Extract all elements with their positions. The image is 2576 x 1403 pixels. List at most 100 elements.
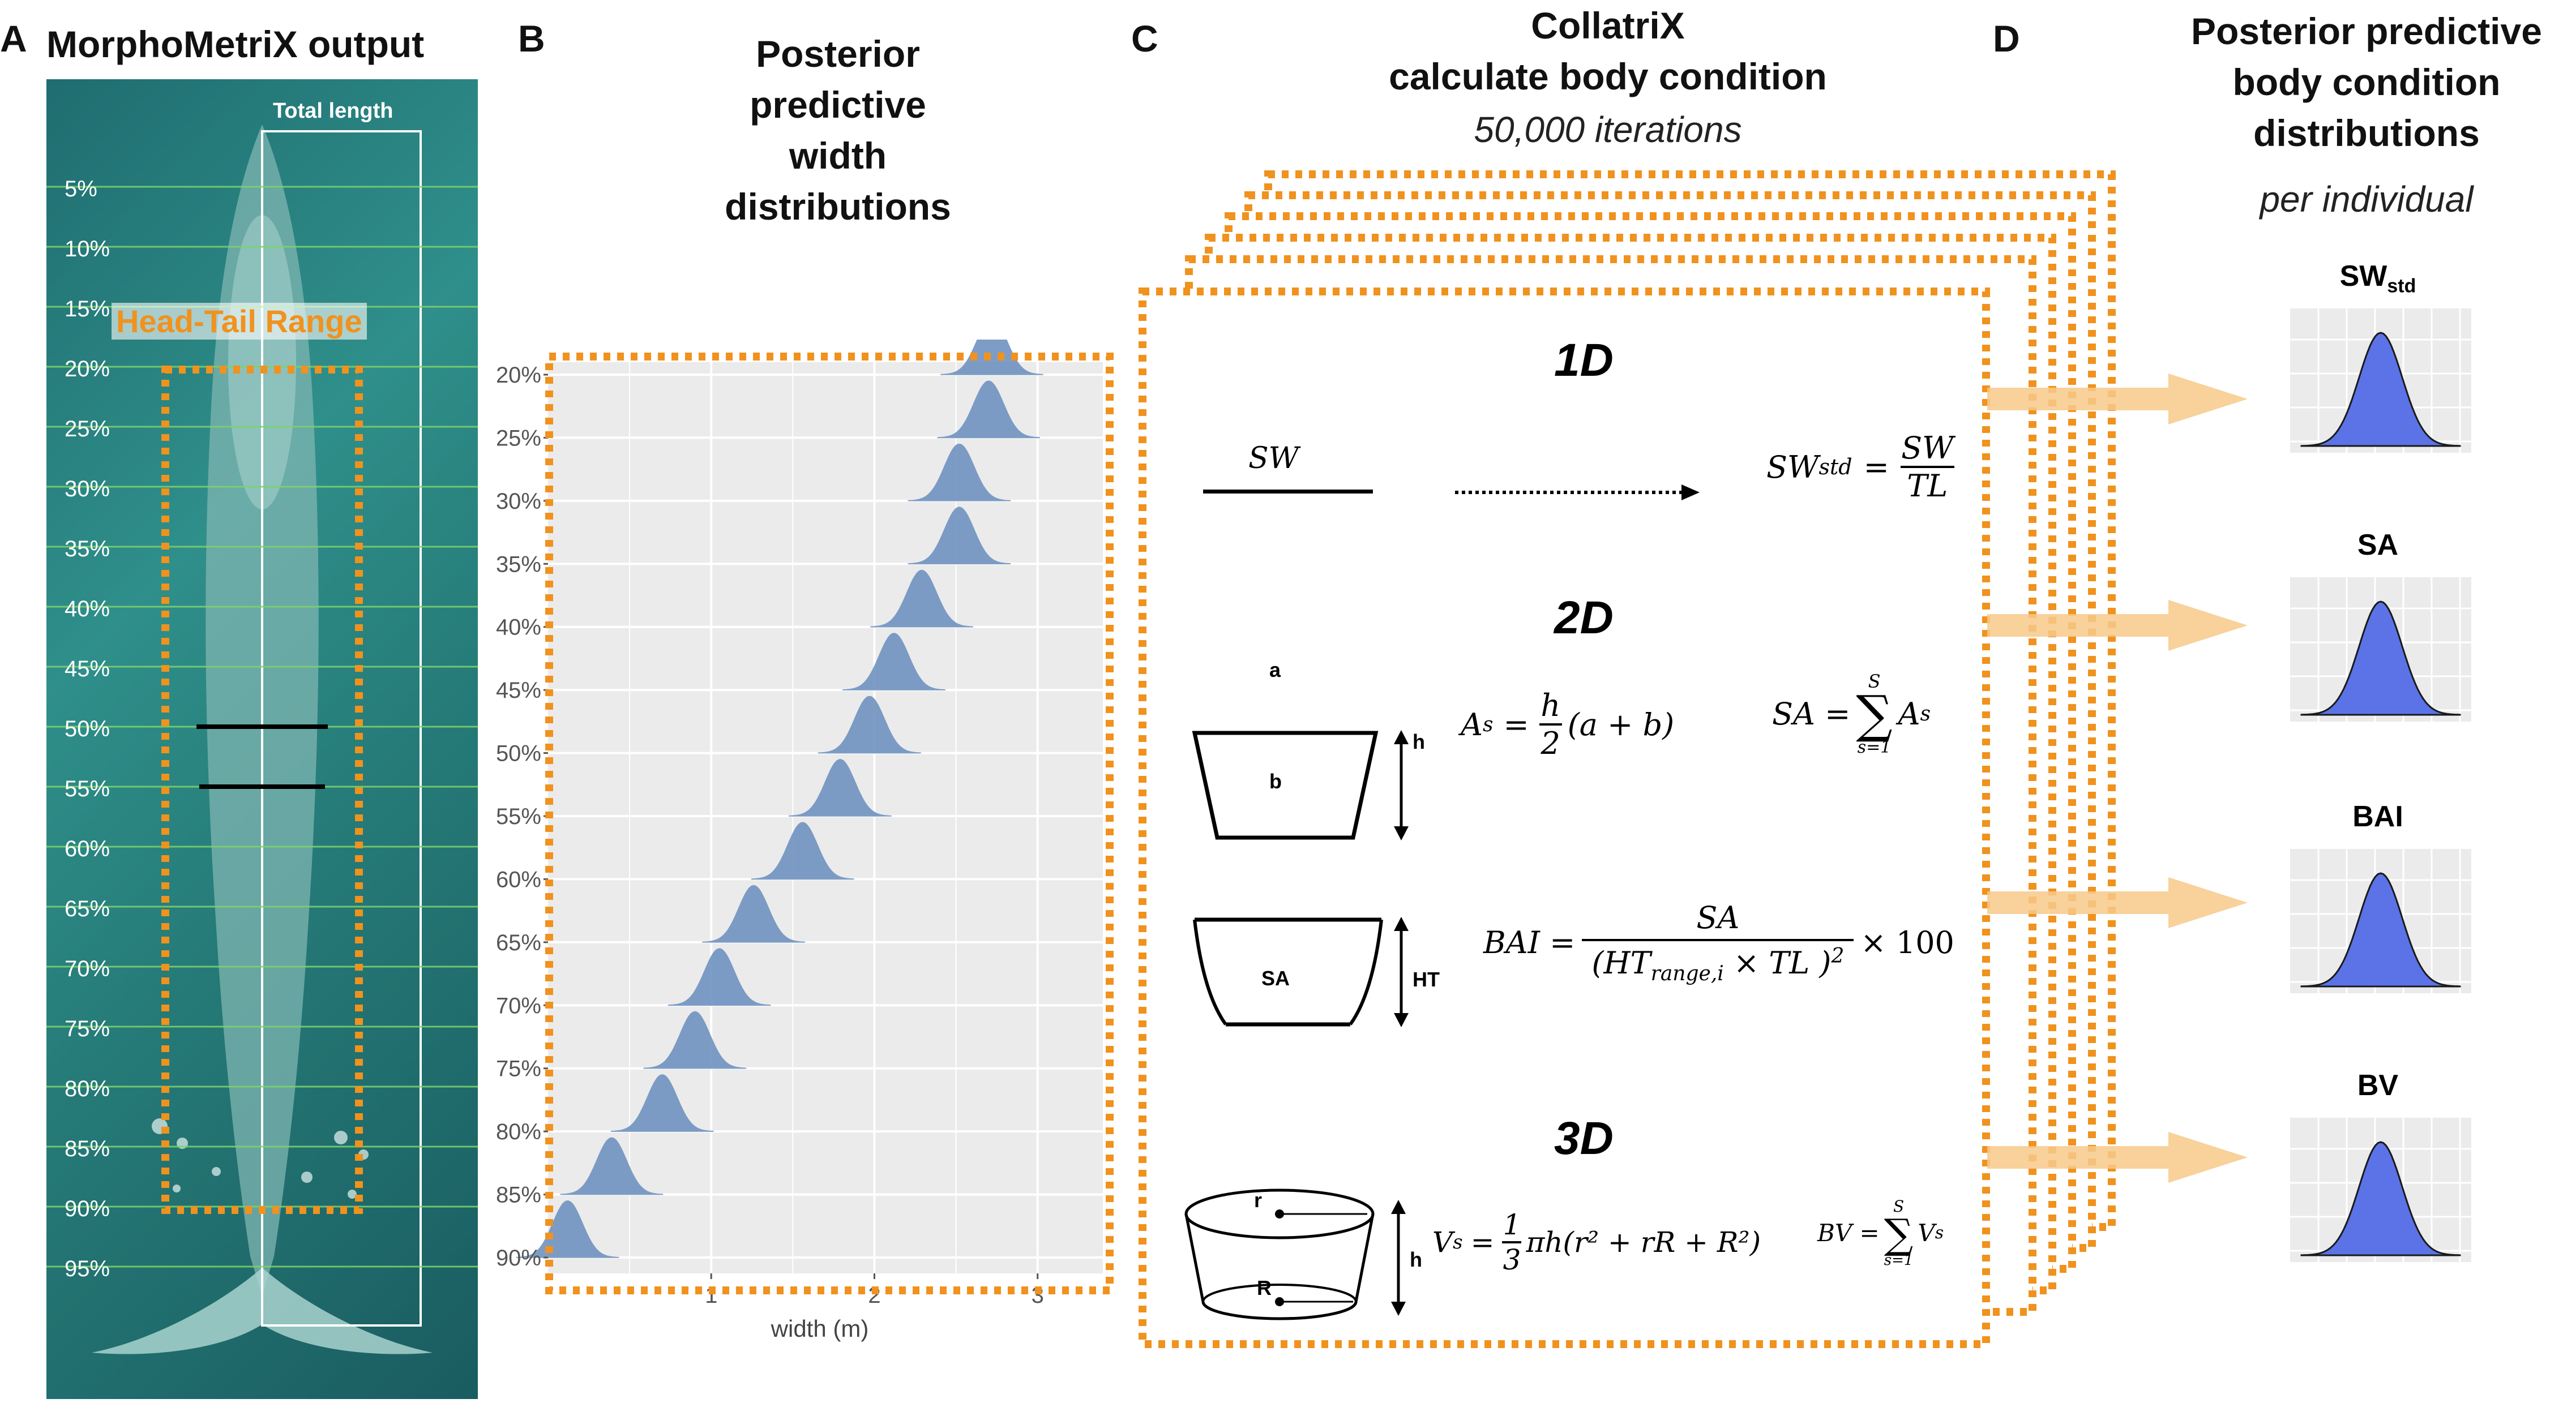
- percent-label: 65%: [65, 896, 110, 921]
- ridge-ytick-label: 90%: [496, 1246, 541, 1271]
- total-length-label: Total length: [273, 99, 393, 123]
- area-equals: =: [1503, 706, 1529, 743]
- ridge-ytick-label: 85%: [496, 1183, 541, 1208]
- ridge-ytick-label: 65%: [496, 930, 541, 955]
- cylinder-h-label: h: [1410, 1248, 1422, 1271]
- panel-d-title-line-3: distributions: [2253, 112, 2480, 154]
- panel-d-letter: D: [1993, 18, 2020, 59]
- percent-label: 35%: [65, 537, 110, 561]
- vol-third-numerator: 1: [1503, 1208, 1521, 1241]
- bai-times-100: × 100: [1860, 924, 1954, 960]
- bai-denominator-rest: × TL ): [1723, 945, 1832, 981]
- vol-sub: s: [1453, 1231, 1463, 1254]
- density-curve: [2300, 872, 2461, 988]
- panel-b-letter: B: [518, 18, 545, 59]
- ridge-ytick-label: 55%: [496, 804, 541, 829]
- area-half-numerator: h: [1541, 688, 1561, 723]
- sw-std-denominator: TL: [1907, 468, 1948, 504]
- ridge-panel-bg: [548, 362, 1103, 1273]
- percent-label: 85%: [65, 1136, 110, 1161]
- bai-equation: BAI = SA (HTrange,i × TL )2 × 100: [1483, 900, 1954, 985]
- trapezoid-bottom-label: b: [1269, 770, 1282, 793]
- percent-label: 60%: [65, 836, 110, 861]
- ridge-density-35%: [908, 507, 1011, 565]
- ridge-ytick-label: 75%: [496, 1057, 541, 1082]
- density-plot-label: SA: [2357, 529, 2399, 561]
- trapezoid-top-label: a: [1269, 658, 1281, 681]
- ridge-density-50%: [818, 696, 921, 754]
- sw-std-sub: std: [1818, 454, 1852, 479]
- sw-line: [1203, 490, 1373, 494]
- trapezoid-diagram: [1192, 730, 1409, 840]
- density-curve: [2300, 600, 2461, 716]
- head-tail-range-box: [161, 366, 363, 1214]
- output-arrows: [1987, 374, 2248, 1183]
- ridge-ytick-label: 70%: [496, 993, 541, 1018]
- bv-sum-bottom: s=1: [1884, 1252, 1914, 1269]
- area-paren: (a + b): [1567, 706, 1675, 743]
- density-plot-label: BAI: [2352, 800, 2403, 833]
- panel-b-title: Posterior predictive width distributions: [668, 28, 1008, 232]
- bv-sum-term: V: [1918, 1219, 1935, 1247]
- area-sub: s: [1483, 713, 1494, 736]
- ridge-density-80%: [610, 1074, 714, 1132]
- panel-c-title-line-1: CollatriX: [1531, 5, 1685, 46]
- vol-rhs: πh(r² + rR + R²): [1526, 1226, 1761, 1259]
- percent-label: 15%: [65, 297, 110, 321]
- panel-d-title: Posterior predictive body condition dist…: [2163, 6, 2570, 158]
- panel-a-letter: A: [0, 18, 27, 59]
- sa-ht-diagram: [1193, 917, 1409, 1027]
- arrow-bv: [1987, 1132, 2248, 1183]
- panel-b-title-line-1: Posterior: [756, 33, 920, 75]
- section-3d-heading: 3D: [1554, 1113, 1614, 1164]
- bv-sum-term-sub: s: [1935, 1223, 1944, 1243]
- ht-label: HT: [1413, 968, 1440, 991]
- sw-std-numerator: SW: [1901, 430, 1954, 466]
- bai-exponent: 2: [1831, 945, 1845, 968]
- whale-aerial-photo: Total length Head-Tail Range 5%10%15%20%…: [46, 79, 478, 1399]
- section-1d-heading: 1D: [1554, 334, 1614, 386]
- ridge-xlabel: width (m): [771, 1315, 869, 1342]
- density-curve: [2300, 1141, 2461, 1256]
- ridge-density-20%: [940, 340, 1043, 375]
- bai-lhs: BAI =: [1483, 924, 1576, 960]
- ridge-ytick-label: 20%: [496, 363, 541, 388]
- percent-label: 30%: [65, 477, 110, 501]
- percent-label: 45%: [65, 657, 110, 681]
- panel-c-letter: C: [1131, 18, 1158, 59]
- percent-label: 25%: [65, 417, 110, 441]
- cylinder-r-label: r: [1254, 1189, 1263, 1212]
- ridge-density-85%: [560, 1137, 664, 1195]
- ridge-ytick-label: 40%: [496, 615, 541, 640]
- ridge-density-55%: [789, 758, 892, 817]
- ridge-density-30%: [908, 443, 1011, 501]
- sa-sum-bottom: s=1: [1857, 737, 1892, 757]
- density-plot-label: BV: [2357, 1069, 2399, 1102]
- ridge-ytick-label: 35%: [496, 552, 541, 577]
- density-curve: [2300, 332, 2461, 447]
- section-2d-heading: 2D: [1554, 592, 1614, 643]
- percent-label: 95%: [65, 1256, 110, 1281]
- area-half-denominator: 2: [1541, 726, 1560, 761]
- bai-denominator-sub: range,i: [1650, 962, 1724, 985]
- percent-label: 20%: [65, 357, 110, 381]
- bai-denominator: (HT: [1591, 945, 1651, 981]
- panel-c-subtitle: 50,000 iterations: [1474, 109, 1742, 150]
- panel-b-title-line-2: predictive: [750, 84, 926, 126]
- ridge-ytick-label: 45%: [496, 678, 541, 703]
- panel-d-title-line-2: body condition: [2232, 61, 2501, 103]
- cylinder-frustum-diagram: [1184, 1189, 1406, 1320]
- sa-sum-term: A: [1898, 696, 1920, 732]
- ridge-ytick-label: 25%: [496, 426, 541, 450]
- panel-c-title: CollatriX calculate body condition: [1302, 0, 1914, 102]
- sa-lhs: SA =: [1772, 696, 1851, 732]
- percent-label: 50%: [65, 716, 110, 741]
- arrow-sw: [1987, 374, 2248, 424]
- ridge-ytick-label: 50%: [496, 741, 541, 766]
- ridge-density-40%: [870, 569, 973, 628]
- sa-shape-label: SA: [1261, 967, 1290, 990]
- head-tail-range-label: Head-Tail Range: [112, 303, 367, 340]
